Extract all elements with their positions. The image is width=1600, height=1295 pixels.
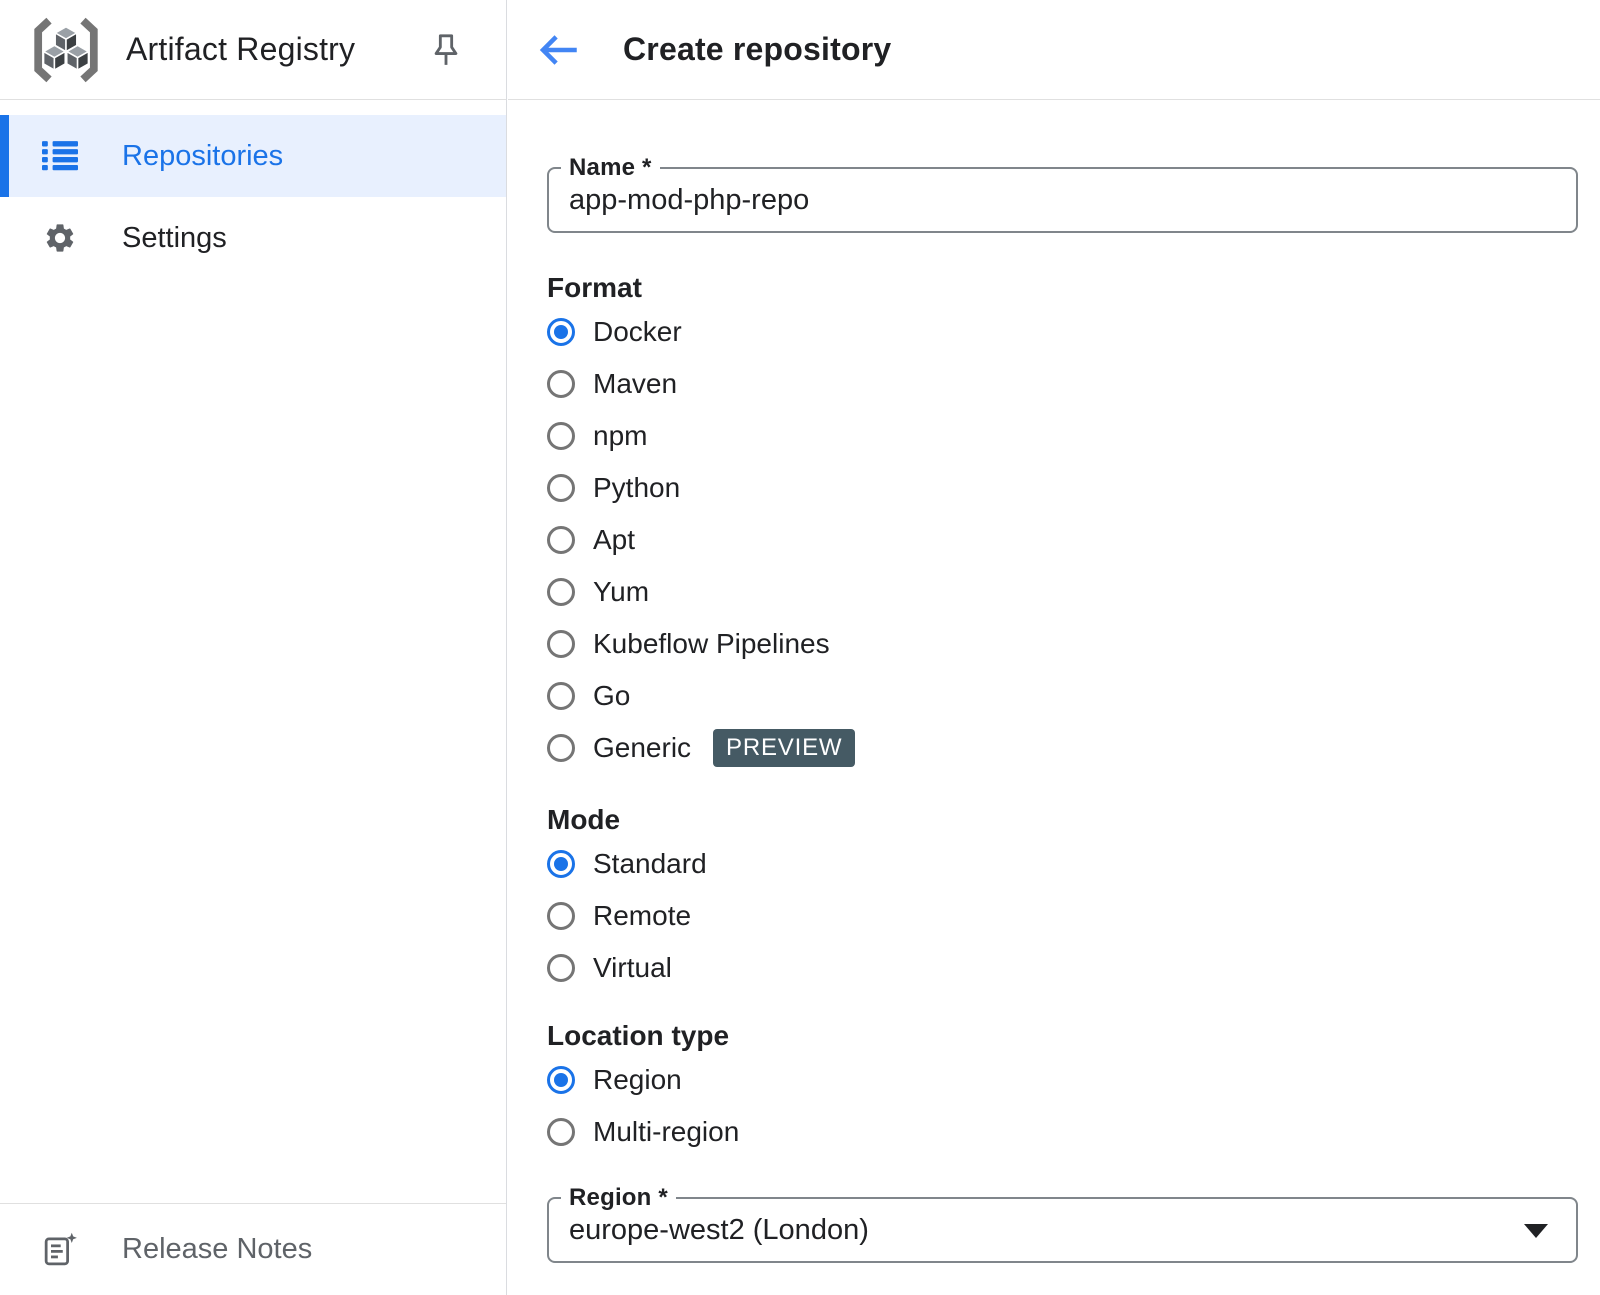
radio-option-multi-region[interactable]: Multi-region xyxy=(547,1106,1600,1158)
radio-option-remote[interactable]: Remote xyxy=(547,890,1600,942)
sidebar-item-repositories[interactable]: Repositories xyxy=(0,115,506,197)
location-type-group-label: Location type xyxy=(547,1020,730,1051)
radio-option-apt[interactable]: Apt xyxy=(547,514,1600,566)
radio-icon[interactable] xyxy=(547,370,575,398)
mode-radio-group: Standard Remote Virtual xyxy=(547,838,1600,994)
radio-icon[interactable] xyxy=(547,474,575,502)
radio-option-virtual[interactable]: Virtual xyxy=(547,942,1600,994)
region-select[interactable]: Region * europe-west2 (London) xyxy=(547,1184,1578,1263)
artifact-registry-logo-icon xyxy=(34,17,98,82)
sidebar-nav: Repositories Settings xyxy=(0,100,506,279)
name-field-value: app-mod-php-repo xyxy=(569,183,810,216)
radio-option-npm[interactable]: npm xyxy=(547,410,1600,462)
name-field[interactable]: Name * app-mod-php-repo xyxy=(547,154,1578,233)
radio-option-python[interactable]: Python xyxy=(547,462,1600,514)
arrow-left-icon[interactable] xyxy=(534,26,582,74)
sidebar: Artifact Registry Repositories xyxy=(0,0,507,1295)
sidebar-item-release-notes[interactable]: Release Notes xyxy=(0,1203,506,1295)
gear-icon xyxy=(42,220,78,256)
page-header: Create repository xyxy=(508,0,1600,100)
radio-option-region[interactable]: Region xyxy=(547,1054,1600,1106)
app-title: Artifact Registry xyxy=(126,31,356,67)
format-radio-group: Docker Maven npm Python Apt Yum xyxy=(547,306,1600,774)
page-title: Create repository xyxy=(623,31,892,67)
sidebar-item-label: Release Notes xyxy=(122,1233,313,1265)
location-type-radio-group: Region Multi-region xyxy=(547,1054,1600,1158)
radio-icon[interactable] xyxy=(547,422,575,450)
radio-icon[interactable] xyxy=(547,318,575,346)
pin-icon[interactable] xyxy=(426,28,466,72)
radio-icon[interactable] xyxy=(547,954,575,982)
preview-badge: PREVIEW xyxy=(713,729,856,767)
radio-option-generic[interactable]: Generic PREVIEW xyxy=(547,722,1600,774)
radio-option-yum[interactable]: Yum xyxy=(547,566,1600,618)
create-repository-form: Name * app-mod-php-repo Format Docker Ma… xyxy=(508,154,1600,1263)
sidebar-item-label: Settings xyxy=(122,221,227,254)
radio-icon[interactable] xyxy=(547,902,575,930)
region-select-value: europe-west2 (London) xyxy=(569,1213,869,1246)
name-field-label: Name * xyxy=(561,154,660,182)
radio-option-maven[interactable]: Maven xyxy=(547,358,1600,410)
radio-icon[interactable] xyxy=(547,526,575,554)
radio-icon[interactable] xyxy=(547,1066,575,1094)
radio-icon[interactable] xyxy=(547,734,575,762)
radio-option-standard[interactable]: Standard xyxy=(547,838,1600,890)
main-panel: Create repository Name * app-mod-php-rep… xyxy=(508,0,1600,1295)
format-group-label: Format xyxy=(547,272,642,303)
radio-icon[interactable] xyxy=(547,630,575,658)
radio-option-kubeflow-pipelines[interactable]: Kubeflow Pipelines xyxy=(547,618,1600,670)
sidebar-item-settings[interactable]: Settings xyxy=(0,197,506,279)
mode-group-label: Mode xyxy=(547,804,621,835)
list-icon xyxy=(42,138,78,174)
radio-icon[interactable] xyxy=(547,850,575,878)
radio-option-docker[interactable]: Docker xyxy=(547,306,1600,358)
radio-icon[interactable] xyxy=(547,682,575,710)
sidebar-header: Artifact Registry xyxy=(0,0,506,100)
radio-icon[interactable] xyxy=(547,1118,575,1146)
radio-icon[interactable] xyxy=(547,578,575,606)
release-notes-icon xyxy=(42,1232,78,1268)
sidebar-item-label: Repositories xyxy=(122,139,284,172)
chevron-down-icon xyxy=(1524,1224,1548,1238)
region-select-label: Region * xyxy=(561,1184,676,1212)
radio-option-go[interactable]: Go xyxy=(547,670,1600,722)
